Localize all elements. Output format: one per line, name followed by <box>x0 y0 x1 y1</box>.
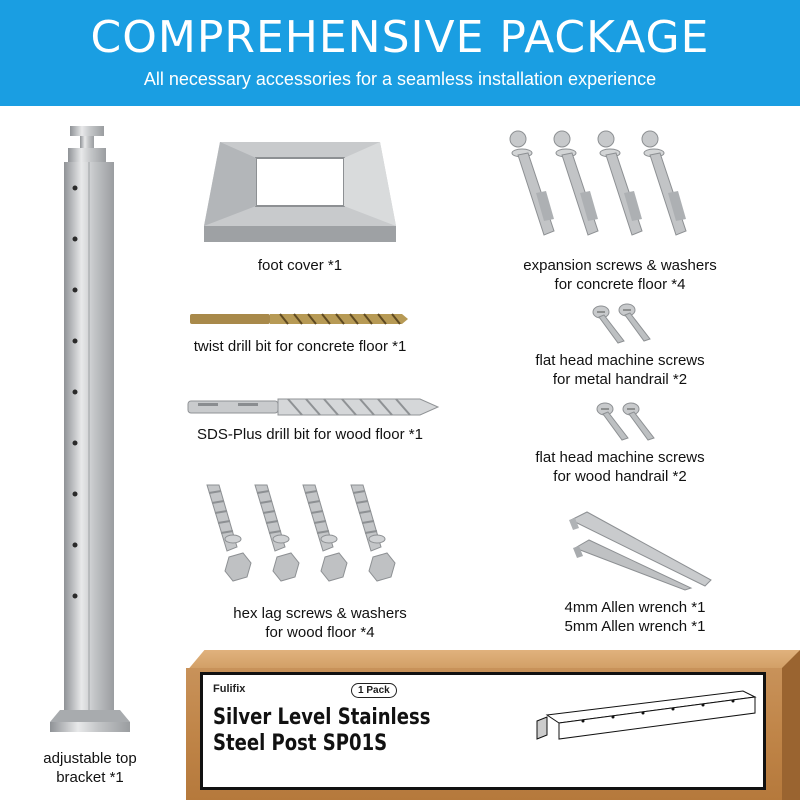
post-caption: adjustable top bracket *1 <box>43 750 137 786</box>
foot-cover-image <box>204 142 396 242</box>
hex-lag-caption: hex lag screws & washers for wood floor … <box>233 605 407 641</box>
expansion-screws-image <box>509 130 687 236</box>
product-box: Fulifix 1 Pack Silver Level Stainless St… <box>186 650 800 800</box>
foot-cover-caption: foot cover *1 <box>257 257 343 274</box>
flat-metal-screws-image <box>592 303 651 344</box>
pack-badge: 1 Pack <box>351 683 397 698</box>
product-name-line2: Steel Post SP01S <box>213 731 388 756</box>
flat-wood-screws-image <box>596 402 655 441</box>
twist-drill-image <box>190 313 408 325</box>
expansion-caption: expansion screws & washers for concrete … <box>523 257 717 293</box>
twist-drill-caption: twist drill bit for concrete floor *1 <box>193 338 407 355</box>
allen-wrenches-image <box>569 511 712 591</box>
box-side-face <box>782 650 800 800</box>
allen-caption: 4mm Allen wrench *1 5mm Allen wrench *1 <box>564 599 706 635</box>
sds-drill-image <box>187 398 440 416</box>
sds-drill-caption: SDS-Plus drill bit for wood floor *1 <box>197 426 423 443</box>
flat-wood-caption: flat head machine screws for wood handra… <box>535 449 705 485</box>
post-image <box>50 126 130 732</box>
box-top-face <box>186 650 800 672</box>
header-banner: COMPREHENSIVE PACKAGE All necessary acce… <box>0 0 800 106</box>
box-label: Fulifix 1 Pack Silver Level Stainless St… <box>200 672 766 790</box>
box-post-illustration <box>536 690 757 740</box>
page-subtitle: All necessary accessories for a seamless… <box>143 69 657 89</box>
product-name: Silver Level Stainless Steel Post SP01S <box>213 705 508 757</box>
brand-logo: Fulifix <box>213 683 246 695</box>
flat-metal-caption: flat head machine screws for metal handr… <box>535 352 705 388</box>
hex-lag-screws-image <box>206 484 396 582</box>
product-name-line1: Silver Level Stainless <box>213 705 431 730</box>
page-title: COMPREHENSIVE PACKAGE <box>90 12 710 63</box>
